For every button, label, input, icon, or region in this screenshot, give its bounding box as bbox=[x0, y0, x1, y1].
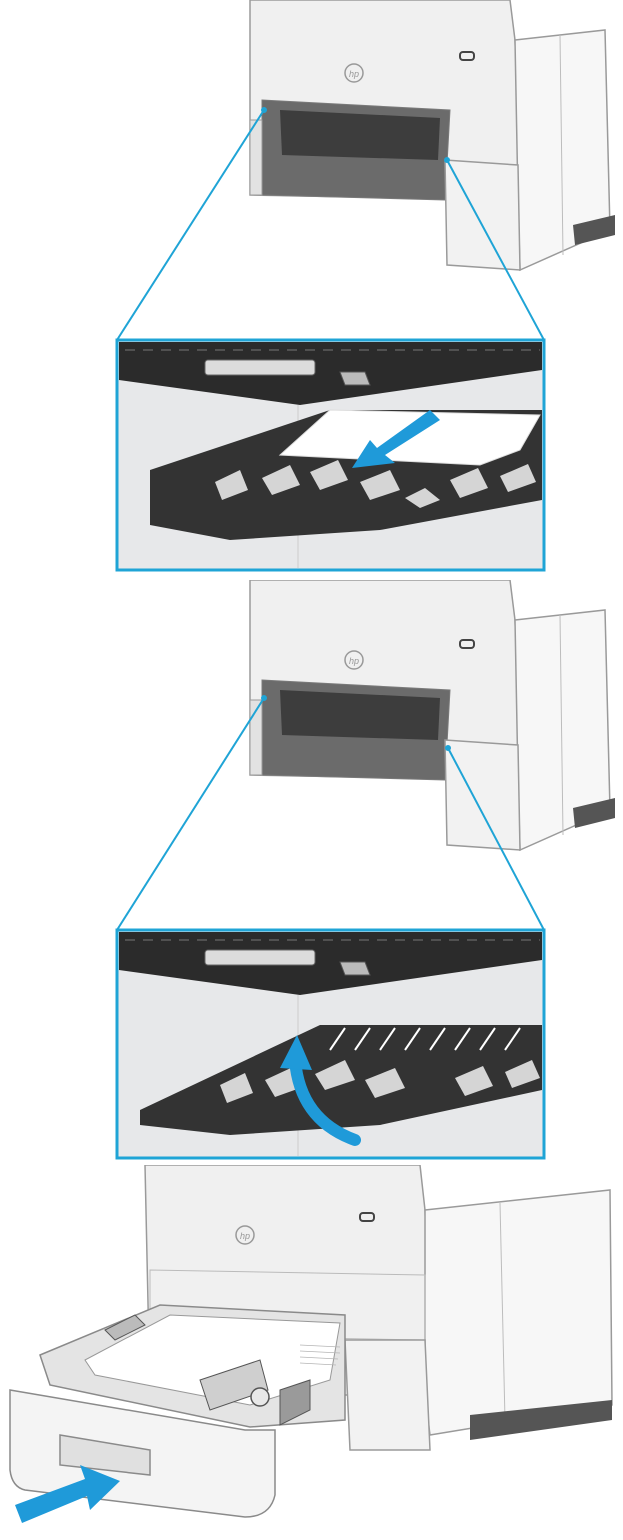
roller-assembly bbox=[204, 359, 316, 376]
guide-dial-icon bbox=[250, 1387, 270, 1407]
step-3-illustration: hp bbox=[9, 1165, 613, 1523]
printer-base bbox=[573, 798, 615, 828]
roller-assembly bbox=[204, 949, 316, 966]
step-1-remove-jammed-paper: hp bbox=[0, 0, 623, 575]
svg-text:hp: hp bbox=[240, 1231, 250, 1241]
callout-lines bbox=[116, 695, 545, 931]
door-latch-icon bbox=[459, 639, 475, 649]
rear-guide bbox=[199, 1359, 269, 1411]
svg-text:hp: hp bbox=[349, 656, 359, 666]
step-2-close-jam-access-door: hp bbox=[0, 580, 623, 1160]
step-3-insert-tray: hp bbox=[0, 1165, 623, 1540]
paper-tray bbox=[9, 1304, 346, 1518]
lift-up-arrow-icon bbox=[280, 1035, 361, 1146]
door-latch-icon bbox=[359, 1212, 375, 1222]
tray-handle bbox=[59, 1434, 151, 1476]
printer-body: hp bbox=[249, 0, 615, 272]
callout-lines bbox=[116, 107, 545, 341]
printer-base bbox=[470, 1400, 612, 1440]
printer-body: hp bbox=[144, 1165, 613, 1451]
zoom-callout-box bbox=[115, 338, 546, 572]
zoom-callout-box bbox=[115, 928, 546, 1160]
printer-base bbox=[573, 215, 615, 245]
paper-stack bbox=[84, 1314, 341, 1406]
svg-text:hp: hp bbox=[349, 69, 359, 79]
hp-logo-icon: hp bbox=[235, 1225, 255, 1245]
pull-out-arrow-icon bbox=[352, 410, 440, 468]
hp-logo-icon: hp bbox=[344, 650, 364, 670]
printer-body: hp bbox=[249, 580, 615, 852]
side-guide bbox=[104, 1314, 146, 1341]
door-latch-icon bbox=[459, 51, 475, 61]
push-in-arrow-icon bbox=[15, 1465, 120, 1523]
hp-logo-icon: hp bbox=[344, 63, 364, 83]
step-1-illustration: hp bbox=[115, 0, 615, 572]
step-2-illustration: hp bbox=[115, 580, 615, 1160]
